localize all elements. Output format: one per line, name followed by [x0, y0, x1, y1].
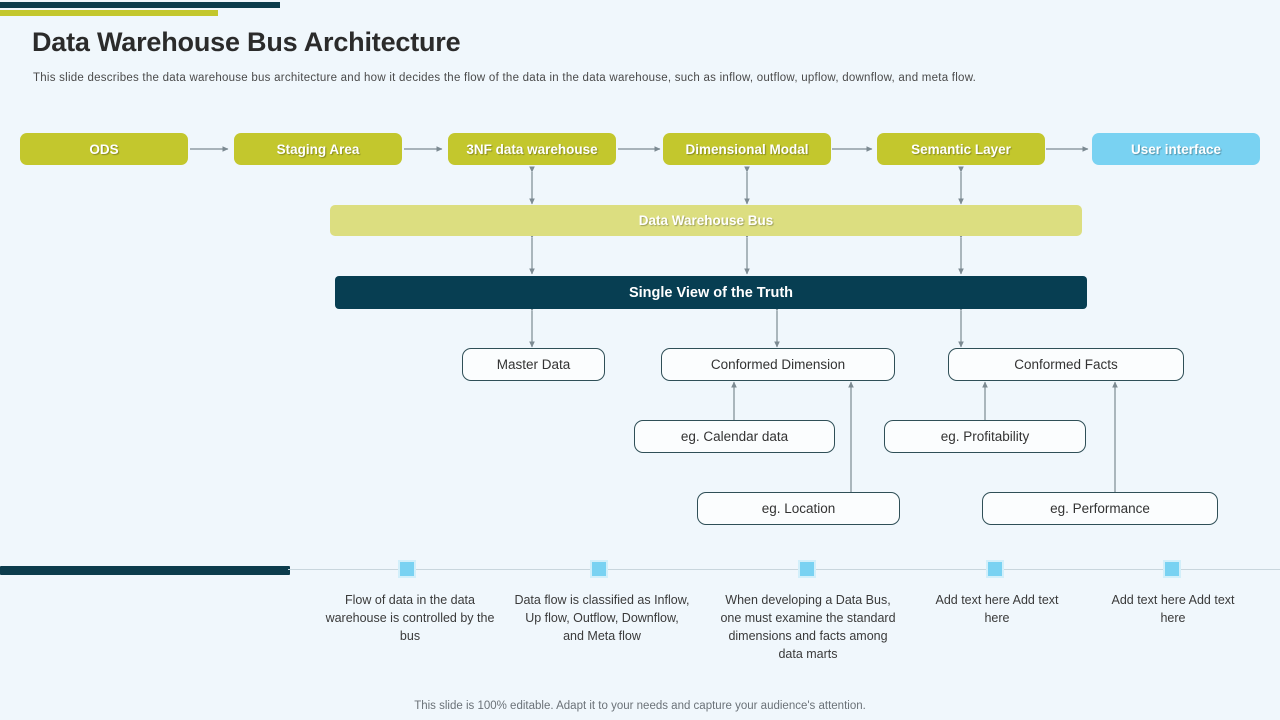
flow-node-semantic-layer[interactable]: Semantic Layer: [877, 133, 1045, 165]
timeline-caption-2: Data flow is classified as Inflow, Up fl…: [514, 593, 690, 643]
timeline-caption-5: Add text here Add text here: [1111, 593, 1235, 625]
decorative-bar-teal: [0, 2, 280, 8]
timeline-marker-4[interactable]: [986, 560, 1004, 578]
flow-node-ods[interactable]: ODS: [20, 133, 188, 165]
timeline-marker-3[interactable]: [798, 560, 816, 578]
flow-node-3nf-data-warehouse[interactable]: 3NF data warehouse: [448, 133, 616, 165]
example-node-calendar-data[interactable]: eg. Calendar data: [634, 420, 835, 453]
timeline-marker-5[interactable]: [1163, 560, 1181, 578]
detail-node-conformed-facts[interactable]: Conformed Facts: [948, 348, 1184, 381]
detail-node-conformed-dimension[interactable]: Conformed Dimension: [661, 348, 895, 381]
flow-node-user-interface[interactable]: User interface: [1092, 133, 1260, 165]
timeline-caption-3: When developing a Data Bus, one must exa…: [720, 593, 896, 661]
decorative-bar-olive: [0, 10, 218, 16]
data-warehouse-bus-band[interactable]: Data Warehouse Bus: [330, 205, 1082, 236]
timeline-accent-bar: [0, 566, 290, 575]
timeline-marker-1[interactable]: [398, 560, 416, 578]
page-subtitle: This slide describes the data warehouse …: [33, 72, 977, 84]
example-node-location[interactable]: eg. Location: [697, 492, 900, 525]
example-node-performance[interactable]: eg. Performance: [982, 492, 1218, 525]
page-title: Data Warehouse Bus Architecture: [32, 27, 461, 57]
slide-footer-note: This slide is 100% editable. Adapt it to…: [414, 700, 866, 712]
single-view-of-truth-band[interactable]: Single View of the Truth: [335, 276, 1087, 309]
timeline-axis-line: [288, 569, 1280, 570]
timeline-caption-1: Flow of data in the data warehouse is co…: [325, 593, 495, 643]
flow-node-dimensional-modal[interactable]: Dimensional Modal: [663, 133, 831, 165]
flow-node-staging-area[interactable]: Staging Area: [234, 133, 402, 165]
timeline-marker-2[interactable]: [590, 560, 608, 578]
example-node-profitability[interactable]: eg. Profitability: [884, 420, 1086, 453]
timeline-caption-4: Add text here Add text here: [935, 593, 1059, 625]
detail-node-master-data[interactable]: Master Data: [462, 348, 605, 381]
